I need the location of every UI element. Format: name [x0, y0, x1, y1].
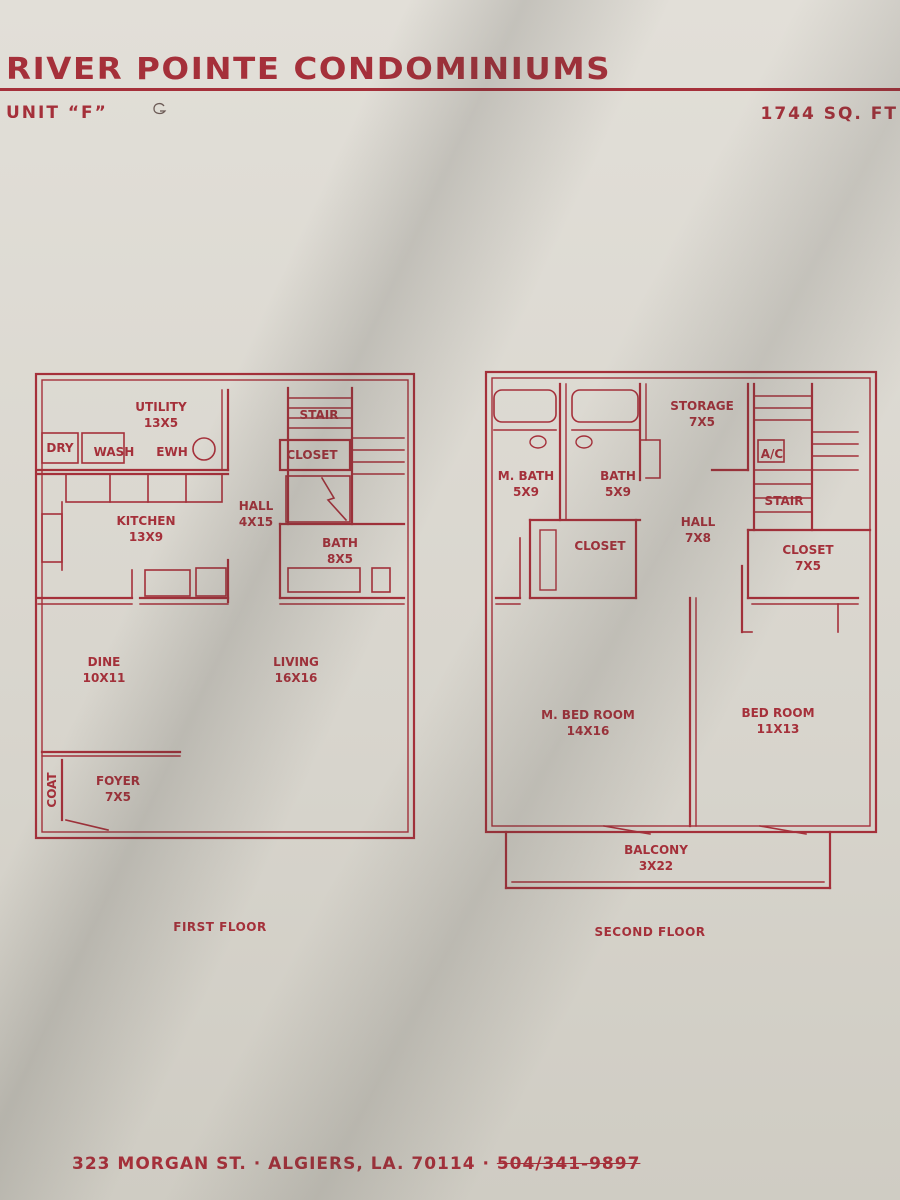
- coat-closet: COAT: [45, 772, 59, 808]
- second-floor-closet-b: CLOSET 7X5: [782, 543, 834, 573]
- page-title: RIVER POINTE CONDOMINIUMS: [6, 52, 612, 87]
- room-dine: DINE 10X11: [82, 655, 126, 685]
- room-utility: UTILITY 13X5: [135, 400, 187, 430]
- second-floor-bath: BATH 5X9: [600, 469, 636, 499]
- first-floor-bath: BATH 8X5: [322, 536, 358, 566]
- first-floor-stair: STAIR: [299, 408, 339, 422]
- first-floor-walls: [34, 372, 416, 840]
- second-floor-stair: STAIR: [764, 494, 804, 508]
- room-kitchen: KITCHEN 13X9: [116, 514, 176, 544]
- second-floor-hall: HALL 7X8: [680, 515, 716, 545]
- appliance-dryer: DRY: [46, 441, 74, 455]
- handwritten-mark: [153, 102, 167, 115]
- footer-phone: 504/341-9897: [496, 1154, 641, 1174]
- first-floor-caption: FIRST FLOOR: [173, 920, 267, 934]
- balcony: BALCONY 3X22: [624, 843, 688, 873]
- room-master-bath: M. BATH 5X9: [497, 469, 555, 499]
- room-foyer: FOYER 7X5: [95, 774, 141, 804]
- room-master-bedroom: M. BED ROOM 14X16: [541, 708, 635, 738]
- second-floor-walls: [484, 370, 878, 890]
- appliance-washer: WASH: [93, 445, 135, 459]
- second-floor-caption: SECOND FLOOR: [594, 925, 706, 939]
- footer-address: 323 MORGAN ST. · ALGIERS, LA. 70114 ·: [72, 1154, 497, 1174]
- appliance-water-heater: EWH: [156, 445, 188, 459]
- room-storage: STORAGE 7X5: [670, 399, 734, 429]
- header-rule: [0, 88, 900, 91]
- room-living: LIVING 16X16: [273, 655, 319, 685]
- unit-label: UNIT “F”: [6, 103, 108, 123]
- footer-contact: 323 MORGAN ST. · ALGIERS, LA. 70114 · 50…: [72, 1154, 640, 1174]
- first-floor-closet: CLOSET: [286, 448, 338, 462]
- second-floor-closet-a: CLOSET: [574, 539, 626, 553]
- first-floor-hall: HALL 4X15: [238, 499, 274, 529]
- square-footage: 1744 SQ. FT: [760, 104, 898, 124]
- ac-unit: A/C: [760, 447, 784, 461]
- room-bedroom: BED ROOM 11X13: [741, 706, 815, 736]
